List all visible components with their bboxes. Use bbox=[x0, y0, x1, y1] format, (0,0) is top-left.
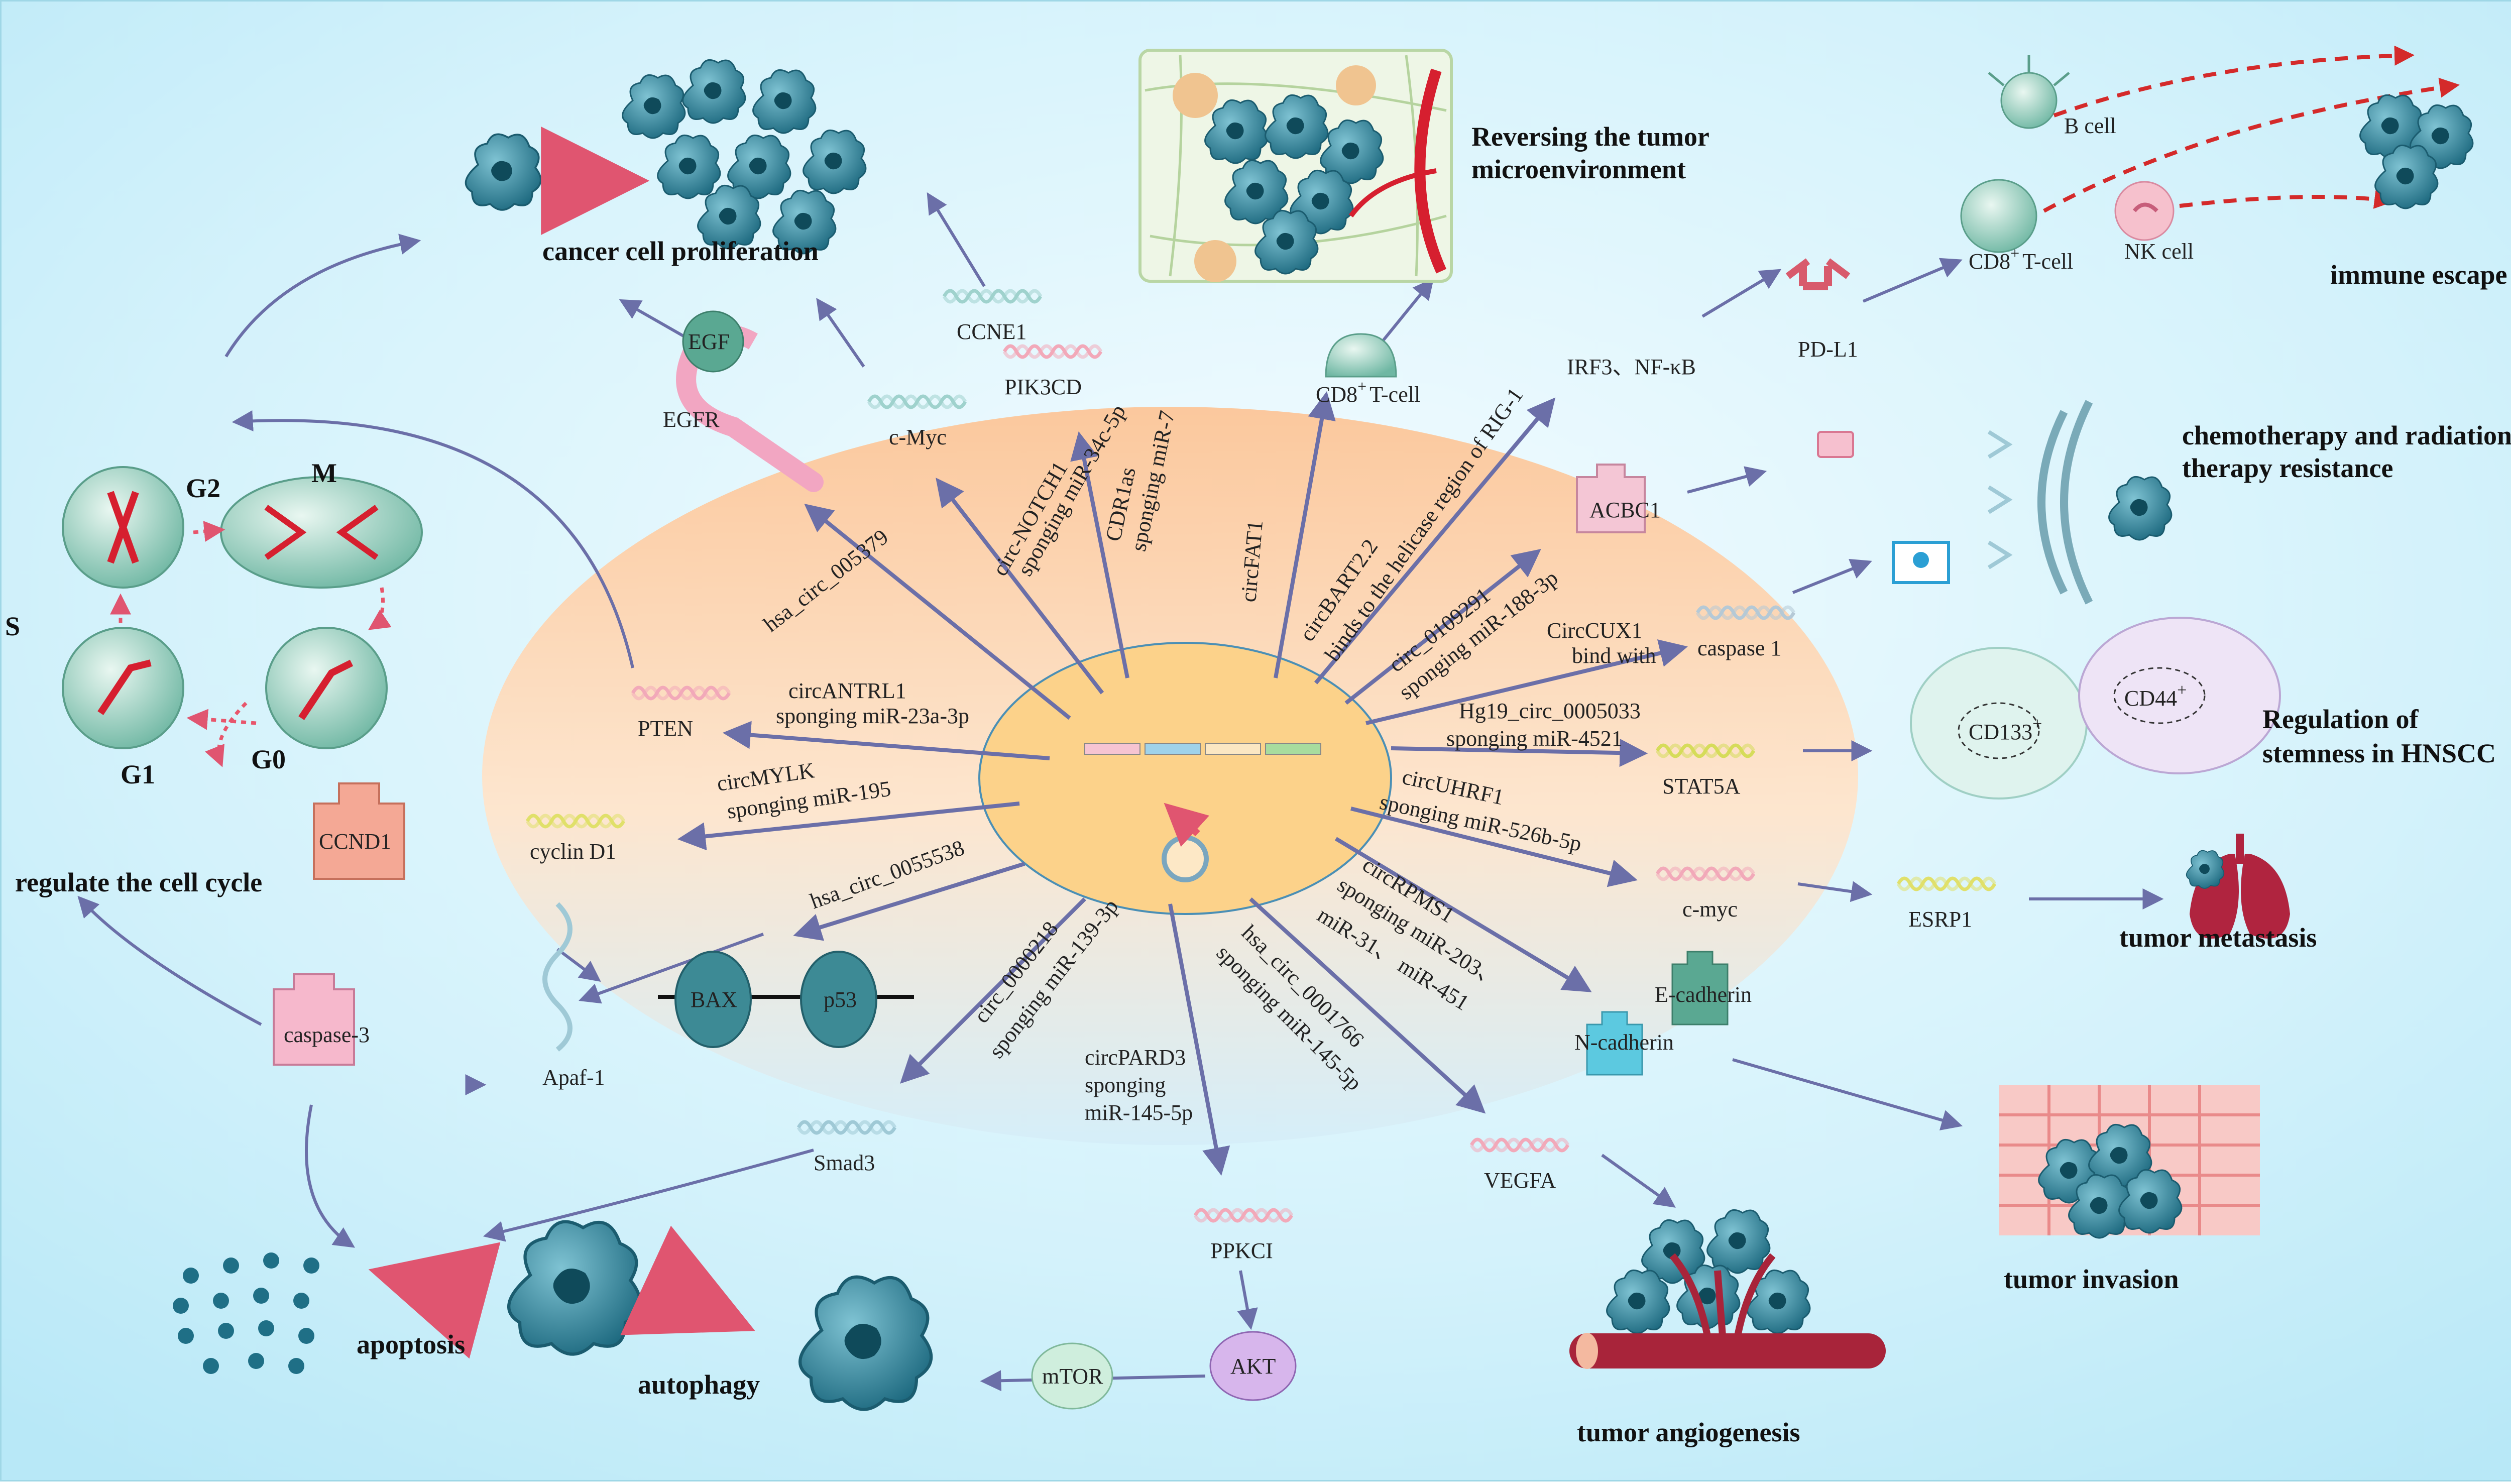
e-cadherin-receptor-icon bbox=[1671, 951, 1729, 1025]
ccne1-label: CCNE1 bbox=[957, 319, 1026, 344]
ppkci-label: PPKCI bbox=[1210, 1238, 1273, 1263]
proliferation-label: cancer cell proliferation bbox=[542, 236, 819, 266]
cell-cycle-label: regulate the cell cycle bbox=[15, 867, 262, 897]
phase-m-label: M bbox=[311, 458, 337, 488]
immune-cells-illustration bbox=[1960, 45, 2474, 253]
egf-ligand-icon bbox=[682, 310, 744, 373]
phase-g1-label: G1 bbox=[121, 759, 155, 789]
invasion-label: tumor invasion bbox=[2004, 1264, 2179, 1294]
caspase1-label: caspase 1 bbox=[1697, 636, 1781, 660]
bax-label: BAX bbox=[691, 987, 737, 1012]
p53-label: p53 bbox=[824, 987, 857, 1012]
angiogenesis-illustration bbox=[1569, 1209, 1886, 1369]
stat5a-label: STAT5A bbox=[1662, 774, 1741, 798]
hg19-label-2: sponging miR-4521 bbox=[1446, 726, 1623, 751]
n-cadherin-receptor-icon bbox=[1586, 1011, 1643, 1076]
phase-g0-label: G0 bbox=[251, 744, 286, 774]
circrna-ring-icon bbox=[1162, 835, 1209, 882]
chemo-radiation-illustration bbox=[1817, 400, 2173, 605]
e-cadherin-label: E-cadherin bbox=[1655, 982, 1752, 1007]
ccnd1-receptor-icon bbox=[313, 782, 405, 880]
nk-cell-label: NK cell bbox=[2124, 239, 2194, 264]
cd8-tcell-top-label: CD8+T-cell bbox=[1316, 377, 1420, 407]
lungs-icon bbox=[2186, 834, 2290, 939]
circpard3-label-1: circPARD3 bbox=[1085, 1045, 1186, 1070]
circularization-arrow bbox=[1164, 803, 1209, 847]
caspase3-label: caspase-3 bbox=[284, 1022, 370, 1047]
mtor-label: mTOR bbox=[1042, 1364, 1103, 1389]
stemness-label-1: Regulation of bbox=[2262, 704, 2419, 734]
apaf1-helix-icon bbox=[542, 902, 573, 1052]
apoptosis-label: apoptosis bbox=[357, 1329, 465, 1359]
autophagy-label: autophagy bbox=[638, 1369, 760, 1400]
egf-label: EGF bbox=[688, 329, 730, 354]
pten-label: PTEN bbox=[638, 716, 693, 741]
autophagy-illustration bbox=[509, 1222, 931, 1410]
nucleus bbox=[978, 642, 1392, 915]
cd133-label: CD133+ bbox=[1969, 715, 2042, 744]
stemness-label-2: stemness in HNSCC bbox=[2262, 738, 2496, 768]
apaf1-label: Apaf-1 bbox=[542, 1065, 605, 1090]
immune-escape-label: immune escape bbox=[2330, 260, 2507, 290]
proliferation-illustration bbox=[465, 59, 867, 255]
metastasis-label: tumor metastasis bbox=[2119, 923, 2317, 953]
angiogenesis-label: tumor angiogenesis bbox=[1577, 1417, 1800, 1447]
pik3cd-label: PIK3CD bbox=[1004, 375, 1082, 399]
invasion-illustration bbox=[1999, 1085, 2260, 1239]
chemo-label-2: therapy resistance bbox=[2182, 453, 2393, 483]
bax-p53-channel bbox=[658, 951, 914, 1048]
circpard3-label-2: sponging bbox=[1085, 1073, 1166, 1097]
smad3-label: Smad3 bbox=[814, 1151, 875, 1175]
secondary-arrows bbox=[77, 192, 2164, 1392]
cd8-tcell-top-icon bbox=[1325, 333, 1397, 378]
microenvironment-label-1: Reversing the tumor bbox=[1471, 122, 1709, 152]
vegfa-label: VEGFA bbox=[1484, 1168, 1556, 1193]
phase-g2-label: G2 bbox=[186, 473, 220, 503]
circantrl1-label-1: circANTRL1 bbox=[788, 678, 906, 703]
c-myc-top-label: c-Myc bbox=[889, 425, 947, 449]
n-cadherin-label: N-cadherin bbox=[1574, 1030, 1674, 1055]
b-cell-label: B cell bbox=[2064, 113, 2116, 138]
acbc1-receptor-icon bbox=[1576, 464, 1646, 533]
circrna-sequence-bar bbox=[1084, 743, 1321, 755]
caspase3-receptor-icon bbox=[273, 973, 355, 1066]
radial-arrows bbox=[677, 391, 1688, 1176]
akt-label: AKT bbox=[1230, 1354, 1276, 1379]
ccnd1-label: CCND1 bbox=[319, 829, 391, 854]
microenvironment-illustration bbox=[1138, 49, 1453, 283]
microenvironment-label-2: microenvironment bbox=[1471, 154, 1686, 184]
mtor-node bbox=[1031, 1342, 1113, 1410]
circpard3-label-3: miR-145-5p bbox=[1085, 1100, 1193, 1125]
pd-l1-label: PD-L1 bbox=[1798, 337, 1858, 362]
circcux1-label-1: CircCUX1 bbox=[1547, 618, 1643, 643]
cd8-tcell-right-label: CD8+T-cell bbox=[1969, 244, 2073, 274]
acbc1-label: ACBC1 bbox=[1589, 498, 1661, 522]
hg19-label-1: Hg19_circ_0005033 bbox=[1459, 699, 1641, 723]
phase-s-label: S bbox=[5, 611, 20, 641]
irf3-nfkb-label: IRF3、NF-κB bbox=[1567, 355, 1696, 379]
c-myc-right-label: c-myc bbox=[1682, 897, 1738, 922]
chemo-label-1: chemotherapy and radiation bbox=[2182, 420, 2511, 450]
akt-node bbox=[1209, 1331, 1297, 1401]
circcux1-label-2: bind with bbox=[1572, 643, 1656, 668]
apoptosis-illustration bbox=[173, 1242, 501, 1374]
pd-l1-icon bbox=[1785, 258, 1851, 290]
circantrl1-label-2: sponging miR-23a-3p bbox=[776, 704, 969, 728]
esrp1-label: ESRP1 bbox=[1908, 907, 1972, 932]
cd44-label: CD44+ bbox=[2124, 681, 2187, 711]
stem-cells-illustration bbox=[1910, 617, 2281, 800]
cell-cycle-illustration bbox=[62, 466, 423, 767]
egfr-label: EGFR bbox=[663, 407, 720, 432]
cyclin-d1-label: cyclin D1 bbox=[530, 839, 616, 864]
